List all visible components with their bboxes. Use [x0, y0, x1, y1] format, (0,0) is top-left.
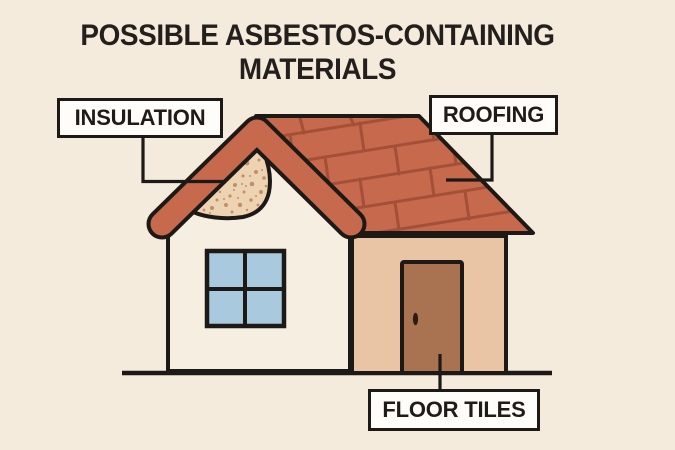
- roofing-label-text: ROOFING: [442, 102, 545, 127]
- diagram-title-line1: POSSIBLE ASBESTOS-CONTAINING: [80, 19, 555, 52]
- insulation-leader-line: [141, 137, 226, 184]
- insulation-speckles: [202, 150, 268, 214]
- roofing-leader-line: [446, 134, 494, 182]
- window-mullions: [207, 251, 284, 326]
- insulation-label-text: INSULATION: [74, 105, 206, 130]
- diagram-title-line2: MATERIALS: [238, 53, 397, 86]
- diagram-title: POSSIBLE ASBESTOS-CONTAINING MATERIALS: [22, 19, 613, 87]
- insulation-label: INSULATION: [57, 98, 223, 138]
- door: [400, 260, 464, 375]
- roofing-label: ROOFING: [429, 95, 558, 135]
- door-handle: [412, 312, 419, 326]
- floor-tiles-label-text: FLOOR TILES: [382, 397, 526, 422]
- floor-tiles-label: FLOOR TILES: [368, 389, 540, 431]
- gable-roof-band: [150, 119, 363, 236]
